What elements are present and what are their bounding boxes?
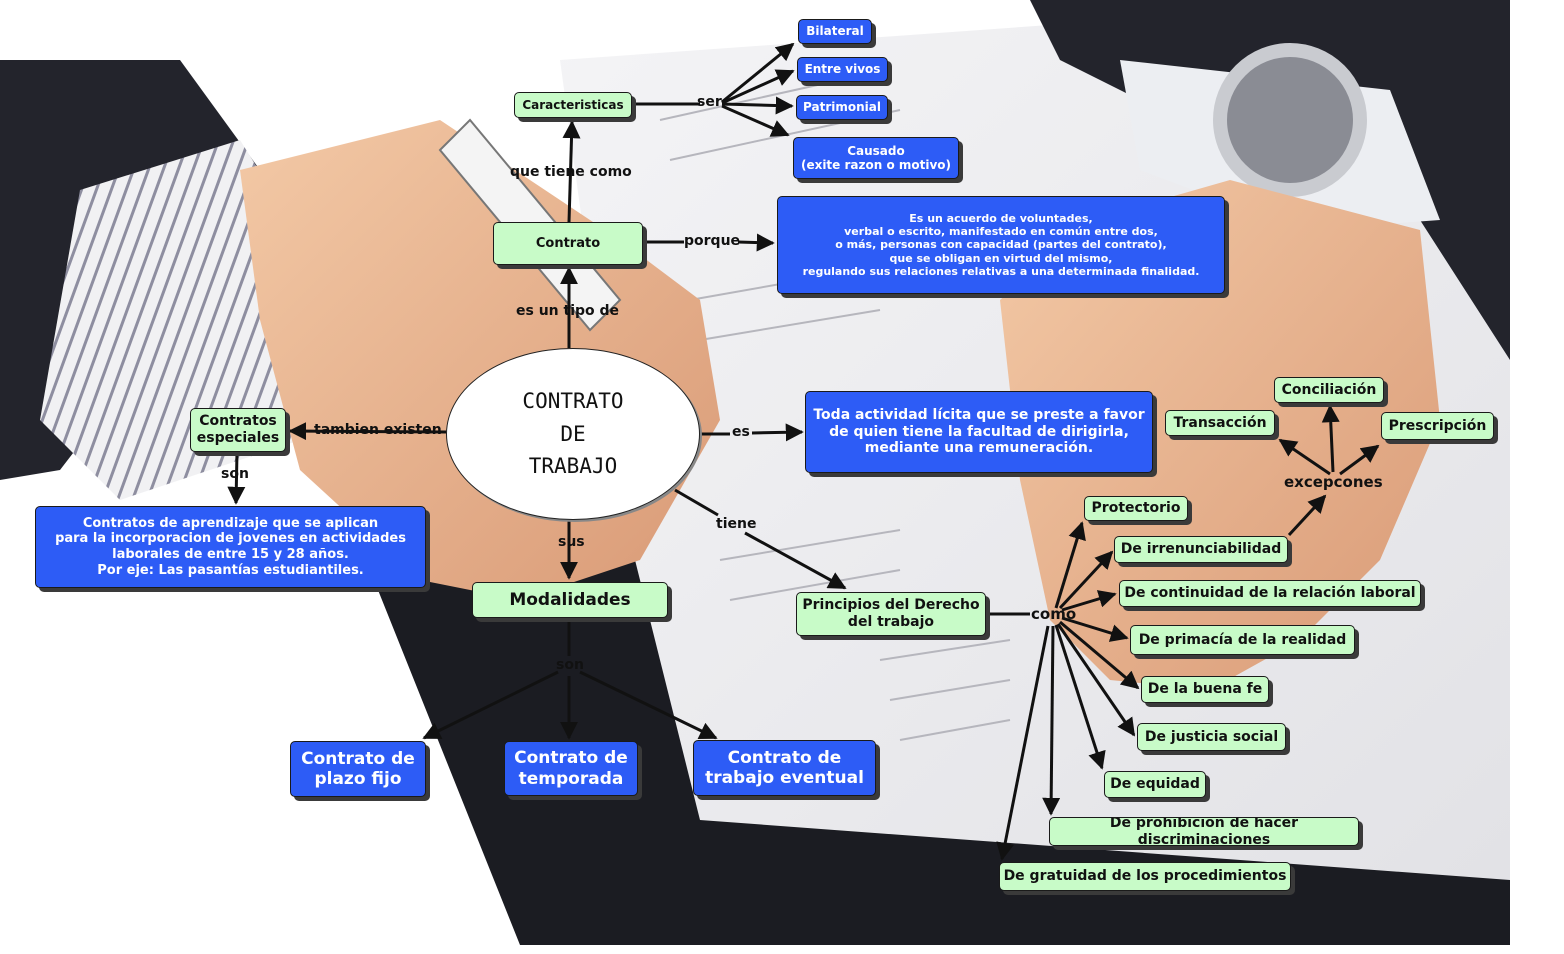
contrato-eventual-node[interactable]: Contrato de trabajo eventual [693,740,876,796]
principio-equidad[interactable]: De equidad [1104,771,1206,798]
link-como-irrenunciabilidad [1058,550,1114,610]
link-porque-definicion [737,233,775,252]
link-como-primacia [1061,616,1129,642]
central-topic: CONTRATO DE TRABAJO [446,348,700,520]
link-excepciones-prescripcion [1339,444,1380,476]
link-es-definicion [751,423,804,442]
link-como-justicia [1056,623,1136,737]
link-como-protectorio [1054,521,1086,609]
principio-justicia-social[interactable]: De justicia social [1137,723,1286,751]
principios-node[interactable]: Principios del Derecho del trabajo [796,592,986,636]
label-son-modalidades: son [556,657,584,673]
link-son-plazofijo [422,670,559,740]
label-son-especiales: son [221,466,249,482]
label-porque: porque [684,233,741,249]
label-tiene: tiene [716,516,757,532]
label-sus: sus [558,534,585,550]
link-especiales-aprendizaje [227,451,246,505]
modalidades-node[interactable]: Modalidades [472,582,668,618]
link-ser-causado [721,104,790,137]
definicion-trabajo-node[interactable]: Toda actividad lícita que se preste a fa… [805,391,1153,473]
contrato-plazo-fijo-node[interactable]: Contrato de plazo fijo [290,741,426,797]
entre-vivos-node[interactable]: Entre vivos [797,57,888,82]
link-ser-patrimonial [721,96,794,115]
link-excepciones-transaccion [1278,438,1331,476]
principio-protectorio[interactable]: Protectorio [1084,496,1188,521]
principio-buena-fe[interactable]: De la buena fe [1141,676,1269,703]
link-como-continuidad [1061,590,1117,612]
link-ser-bilateral [721,42,795,104]
link-como-buenafe [1059,620,1140,690]
label-es-un-tipo-de: es un tipo de [516,303,620,319]
link-son-eventual [579,670,718,740]
link-como-discriminacion [1042,625,1061,816]
definicion-contrato-node[interactable]: Es un acuerdo de voluntades, verbal o es… [777,196,1225,294]
bilateral-node[interactable]: Bilateral [798,19,872,44]
excepcion-prescripcion[interactable]: Prescripción [1381,412,1494,440]
link-contrato-caracteristicas [562,120,581,223]
link-central-especiales [288,422,447,441]
principio-irrenunciabilidad[interactable]: De irrenunciabilidad [1114,536,1288,563]
link-excepciones-conciliacion [1321,404,1340,473]
principio-continuidad[interactable]: De continuidad de la relación laboral [1119,580,1421,607]
contrato-node[interactable]: Contrato [493,222,643,265]
principio-gratuidad[interactable]: De gratuidad de los procedimientos [999,862,1291,891]
label-como: como [1031,605,1077,623]
label-que-tiene-como: que tiene como [510,164,632,180]
label-es: es [732,424,750,440]
excepcion-transaccion[interactable]: Transacción [1165,410,1275,436]
link-ser-entrevivos [721,69,795,105]
contratos-aprendizaje-node[interactable]: Contratos de aprendizaje que se aplican … [35,506,426,588]
patrimonial-node[interactable]: Patrimonial [796,95,888,120]
label-excepciones: excepcones [1284,473,1383,491]
principio-no-discriminacion[interactable]: De prohibición de hacer discriminaciones [1049,817,1359,846]
watch [1213,43,1367,197]
caracteristicas-node[interactable]: Caracteristicas [514,92,632,118]
link-central-tiene [674,488,719,517]
link-como-equidad [1054,624,1106,770]
principio-primacia[interactable]: De primacía de la realidad [1130,625,1355,655]
label-ser: ser [697,94,722,110]
contrato-temporada-node[interactable]: Contrato de temporada [504,741,638,796]
link-como-gratuidad [996,625,1050,861]
link-irrenunciabilidad-excepciones [1287,494,1327,537]
contratos-especiales-node[interactable]: Contratos especiales [190,408,286,452]
causado-node[interactable]: Causado (exite razon o motivo) [793,137,959,179]
link-tiene-principios [744,531,847,590]
excepcion-conciliacion[interactable]: Conciliación [1274,377,1384,403]
label-tambien-existen: tambien existen [314,422,442,438]
